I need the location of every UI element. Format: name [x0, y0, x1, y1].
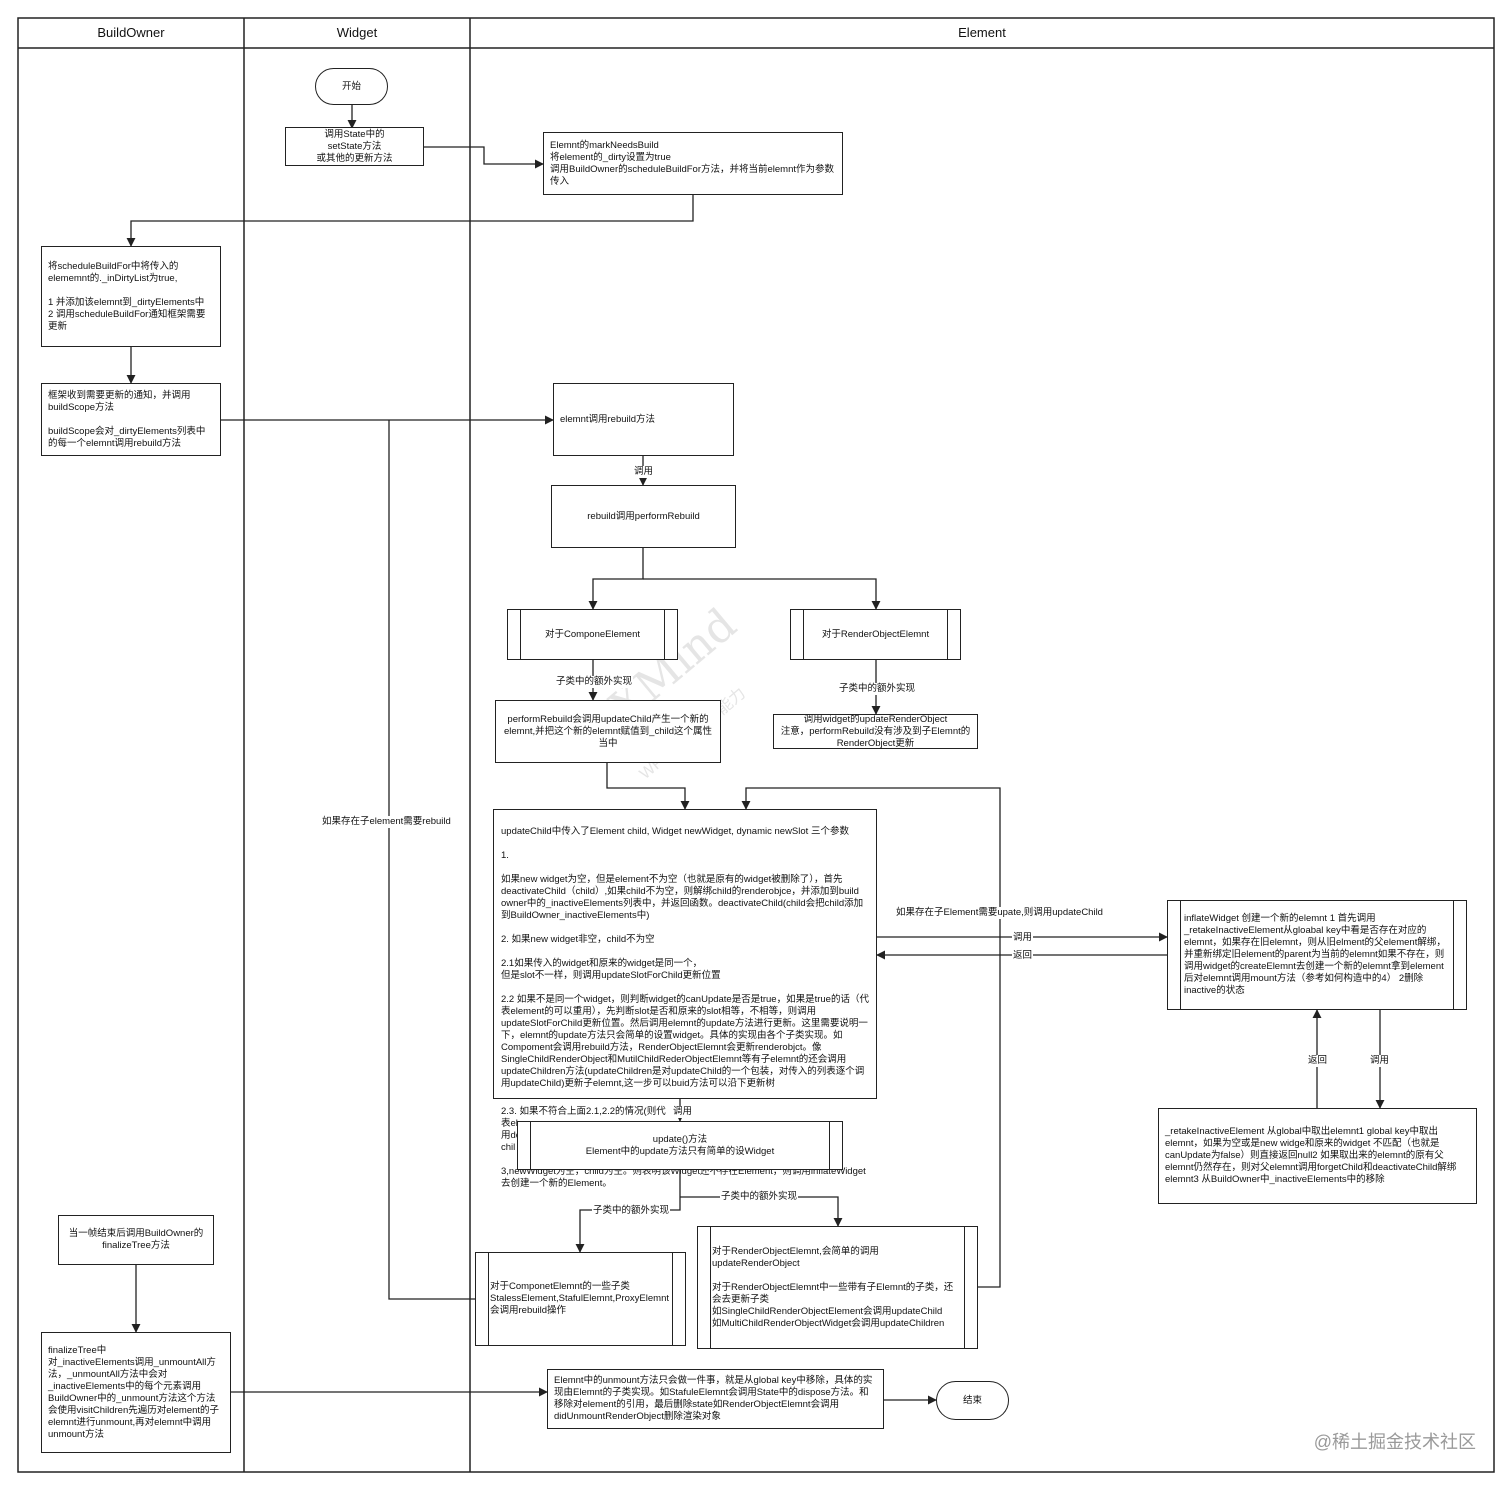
lane-header-widget: Widget — [336, 25, 378, 40]
edge-label-return-2: 返回 — [1307, 1055, 1329, 1067]
componet-subclasses-node: 对于ComponetElemnt的一些子类StalessElement,Staf… — [475, 1252, 686, 1346]
rebuild-node: elemnt调用rebuild方法 — [553, 383, 734, 456]
build-scope-node: 框架收到需要更新的通知，并调用buildScope方法 buildScope会对… — [41, 383, 221, 456]
edge-label-if-child-update: 如果存在子Element需要upate,则调用updateChild — [895, 907, 1104, 919]
unmount-node: Elemnt中的unmount方法只会做一件事，就是从global key中移除… — [547, 1369, 884, 1429]
perform-rebuild-detail-node: performRebuild会调用updateChild产生一个新的elemnt… — [495, 700, 721, 763]
frame-end-node: 当一帧结束后调用BuildOwner的finalizeTree方法 — [58, 1215, 214, 1265]
perform-rebuild-node: rebuild调用performRebuild — [551, 485, 736, 548]
edge-label-if-child-rebuild: 如果存在子element需要rebuild — [321, 816, 452, 828]
render-object-element-node: 对于RenderObjectElemnt — [790, 609, 961, 660]
inflate-widget-node: inflateWidget 创建一个新的elemnt 1 首先调用_retake… — [1167, 900, 1467, 1010]
lane-header-buildowner: BuildOwner — [97, 25, 165, 40]
edge-label-call-4: 调用 — [672, 1106, 694, 1118]
edge-label-return-1: 返回 — [1012, 950, 1034, 962]
update-render-object-node: 调用widget的updateRenderObject 注意，performRe… — [773, 714, 978, 749]
edge-label-subclass-extra-4: 子类中的额外实现 — [592, 1205, 671, 1217]
setstate-node: 调用State中的 setState方法 或其他的更新方法 — [285, 127, 424, 166]
edge-performrebuild-component — [588, 548, 644, 610]
update-child-node: updateChild中传入了Element child, Widget new… — [493, 809, 877, 1099]
retake-inactive-element-node: _retakeInactiveElement 从global中取出elemnt1… — [1158, 1108, 1477, 1204]
start-node: 开始 — [315, 68, 388, 105]
edge-label-subclass-extra-3: 子类中的额外实现 — [720, 1191, 799, 1203]
update-child-continued-text: 2.3. 如果不符合上面2.1,2.2的情况(则代 表el 用de chil 3… — [501, 1106, 866, 1189]
swimlane-frame — [17, 17, 1495, 1473]
edge-setstate-markneedsbuild — [424, 146, 544, 169]
edge-label-subclass-extra-2: 子类中的额外实现 — [838, 683, 917, 695]
edge-label-call-3: 调用 — [1369, 1055, 1391, 1067]
edge-label-subclass-extra-1: 子类中的额外实现 — [555, 676, 634, 688]
edge-label-call-1: 调用 — [633, 466, 655, 478]
edge-detail-updatechild — [606, 763, 690, 810]
edge-markneedsbuild-schedule — [126, 195, 694, 247]
mark-needs-build-node: Elemnt的markNeedsBuild 将element的_dirty设置为… — [543, 132, 843, 195]
render-object-update-node: 对于RenderObjectElemnt,会简单的调用updateRenderO… — [697, 1226, 978, 1349]
edge-performrebuild-renderobject — [643, 578, 881, 610]
edge-label-call-2: 调用 — [1012, 932, 1034, 944]
component-element-node: 对于ComponeElement — [507, 609, 678, 660]
edge-componet-rebuild — [388, 420, 475, 1300]
end-node: 结束 — [936, 1381, 1009, 1420]
update-method-node: update()方法 Element中的update方法只有简单的设Widget — [517, 1121, 843, 1170]
footer-watermark: @稀土掘金技术社区 — [1313, 1432, 1476, 1452]
finalize-tree-node: finalizeTree中 对_inactiveElements调用_unmou… — [41, 1332, 231, 1453]
schedule-build-for-node: 将scheduleBuildFor中将传入的elememnt的._inDirty… — [41, 246, 221, 347]
lane-header-element: Element — [958, 25, 1006, 40]
edge-renderupdate-updatechild — [741, 787, 1001, 1288]
